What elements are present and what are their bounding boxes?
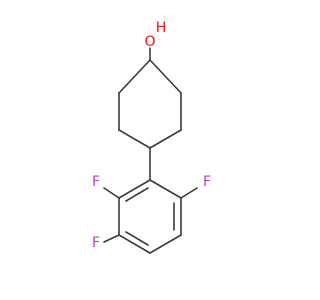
fluorine-label-right: F — [203, 174, 211, 190]
cyclohexane-ring — [118, 59, 182, 149]
double-bond-b4-b5 — [125, 231, 149, 246]
bond-c-f-right — [180, 187, 198, 199]
bond-c1-c2 — [118, 59, 151, 94]
bond-b1-b2 — [149, 179, 182, 199]
fluorine-label-left-top: F — [92, 174, 100, 190]
bond-b3-b4 — [149, 234, 182, 254]
bond-b4-b5 — [118, 234, 151, 254]
molecule-structure-diagram: H O F F F — [92, 20, 211, 254]
bond-c-f-left-top — [103, 187, 120, 199]
hydroxyl-hydrogen-label: H — [156, 20, 167, 36]
hydroxyl-oxygen-label: O — [144, 34, 155, 50]
bond-c3-c4 — [118, 129, 151, 149]
bond-c4-c5 — [149, 129, 182, 149]
fluorine-label-left-bottom: F — [92, 235, 100, 251]
bond-c6-c1 — [149, 59, 182, 94]
bond-c-f-left-bottom — [103, 234, 120, 243]
benzene-ring — [118, 179, 182, 254]
double-bond-b1-b6 — [125, 187, 149, 202]
bond-b6-b1 — [118, 179, 151, 199]
